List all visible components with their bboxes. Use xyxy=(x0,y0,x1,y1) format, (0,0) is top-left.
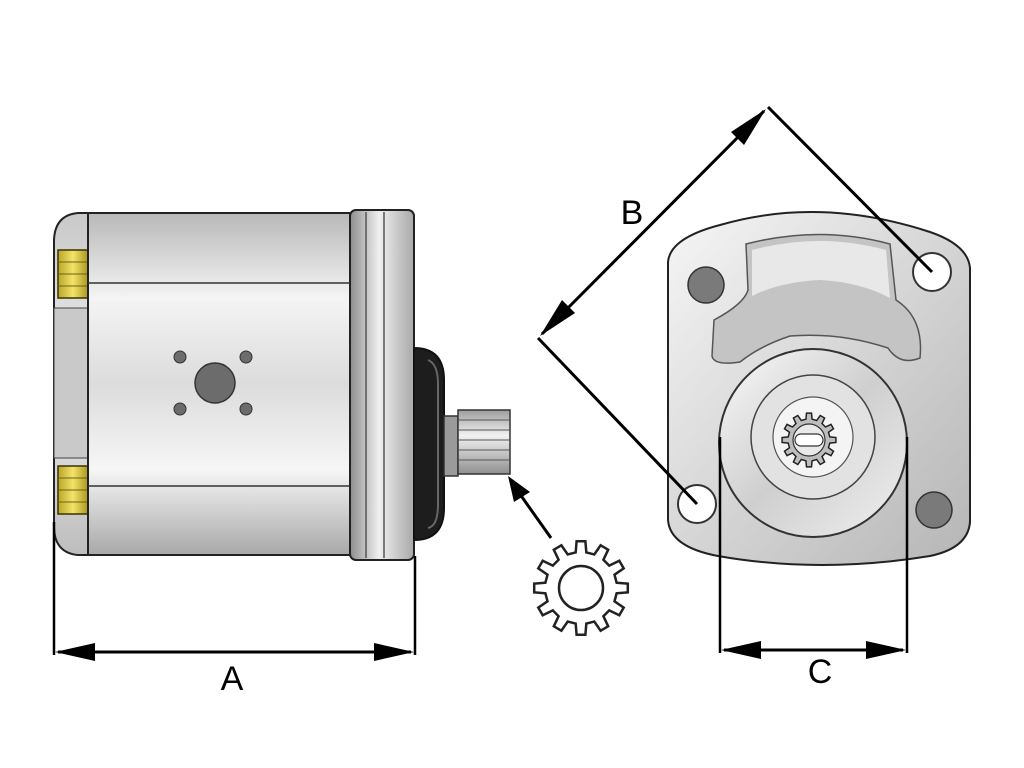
upper-plug xyxy=(57,249,89,299)
spline-gear-icon xyxy=(532,539,630,637)
lower-plug xyxy=(57,465,89,515)
dimension-c-label: C xyxy=(808,653,833,691)
arrowhead-icon xyxy=(55,643,95,661)
shaft-seal xyxy=(413,346,445,542)
side-port xyxy=(173,350,253,416)
arrowhead-icon xyxy=(866,641,906,659)
spline-callout-arrow-icon xyxy=(508,476,553,539)
dimension-a-label: A xyxy=(221,660,244,698)
rear-cover-band xyxy=(53,307,89,459)
arrowhead-icon xyxy=(374,643,414,661)
front-flange xyxy=(349,209,415,561)
dimension-a: A xyxy=(52,522,417,698)
arrowhead-icon xyxy=(721,641,761,659)
arrowhead-icon xyxy=(731,109,766,145)
pump-side-view xyxy=(53,209,511,561)
dimension-b: B xyxy=(536,105,934,506)
dimension-b-label: B xyxy=(621,194,644,232)
splined-shaft xyxy=(443,409,511,477)
bolt-hole-lower-right xyxy=(915,491,953,529)
arrowhead-icon xyxy=(540,300,575,336)
shaft-end xyxy=(781,412,837,468)
dimension-c: C xyxy=(718,437,909,691)
bolt-hole-upper-left xyxy=(687,266,725,304)
